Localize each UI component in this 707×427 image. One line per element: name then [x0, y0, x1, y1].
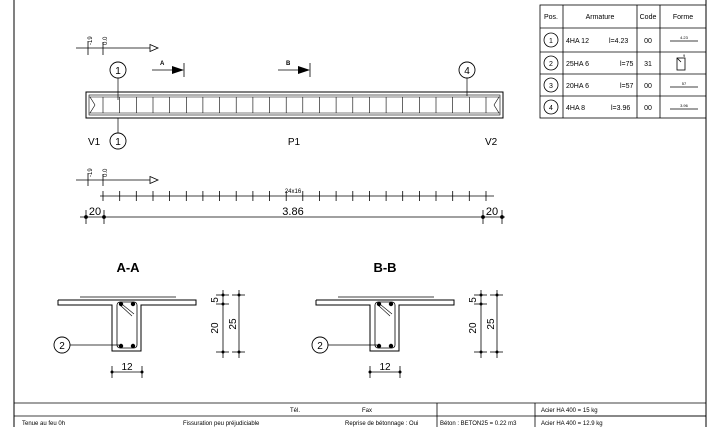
beam-elevation: -19 0.0 A B 1 4 [76, 36, 505, 224]
dim-left: 20 [89, 206, 101, 218]
forme-label: 9 [683, 53, 686, 58]
header-forme: Forme [673, 14, 693, 21]
pos-number: 3 [549, 83, 553, 90]
tel-label: Tél. [290, 408, 300, 414]
armature-type: 4HA 12 [566, 38, 589, 45]
dim-total: 25 [486, 318, 497, 330]
level-marker: -19 0.0 [76, 168, 159, 186]
position-marker: 1 [109, 118, 127, 150]
fire-rating: Tenue au feu 0h [22, 421, 65, 427]
beam-body [85, 91, 504, 119]
table-row: 4 4HA 8 l=3.96 00 3.96 [543, 99, 698, 115]
level-value: -19 [88, 36, 94, 45]
dim-right: 20 [486, 206, 498, 218]
dim-flange: 5 [468, 297, 479, 303]
armature-length: l=57 [620, 83, 634, 90]
beam-name: P1 [288, 137, 301, 148]
dim-web: 20 [468, 322, 479, 334]
section-b-b: B-B 2 [311, 260, 503, 378]
pos-number: 2 [549, 61, 553, 68]
table-row: 3 20HA 6 l=57 00 57 [543, 77, 698, 93]
support-right-label: V2 [485, 137, 498, 148]
table-row: 2 25HA 6 l=75 31 9 [543, 53, 686, 71]
fax-label: Fax [362, 408, 372, 414]
armature-type: 25HA 6 [566, 61, 589, 68]
section-arrow-a: A [152, 61, 185, 77]
level-value: 0.0 [103, 168, 109, 177]
armature-length: l=3.96 [611, 105, 630, 112]
reinforcement-table: Pos. Armature Code Forme 1 4HA 12 l=4.23… [539, 4, 707, 119]
title-block: Tél. Fax Tenue au feu 0h Fissuration peu… [14, 402, 706, 427]
section-label: B [286, 61, 291, 67]
shape-code: 00 [644, 38, 652, 45]
armature-type: 20HA 6 [566, 83, 589, 90]
concrete-volume: Béton : BETON25 = 0.22 m3 [440, 421, 517, 427]
header-pos: Pos. [544, 14, 558, 21]
section-a-a: A-A 2 [53, 260, 245, 378]
forme-label: 57 [682, 81, 687, 86]
level-marker: -19 0.0 [76, 36, 159, 55]
steel-weight-1: Acier HA 400 = 15 kg [541, 408, 598, 414]
svg-text:4: 4 [464, 66, 470, 77]
section-title: A-A [116, 260, 140, 275]
svg-text:2: 2 [59, 341, 65, 352]
armature-length: l=4.23 [609, 38, 628, 45]
position-marker: 1 [109, 61, 127, 100]
support-left-label: V1 [88, 137, 101, 148]
beam-stirrups [102, 97, 487, 113]
steel-weight-2: Acier HA 400 = 12.9 kg [541, 421, 603, 427]
dim-width: 12 [379, 362, 391, 373]
forme-label: 3.96 [680, 103, 689, 108]
shape-code: 00 [644, 105, 652, 112]
header-code: Code [640, 14, 657, 21]
svg-text:2: 2 [317, 341, 323, 352]
position-marker: 4 [458, 61, 476, 96]
section-label: A [160, 61, 165, 67]
dim-span: 3.86 [282, 206, 303, 218]
position-marker: 2 [53, 336, 119, 354]
shape-code: 00 [644, 83, 652, 90]
dimension-line [80, 210, 505, 224]
svg-text:1: 1 [115, 66, 121, 77]
cracking-note: Fissuration peu préjudiciable [183, 421, 260, 427]
level-value: 0.0 [103, 36, 109, 45]
header-armature: Armature [586, 14, 615, 21]
forme-label: 4.23 [680, 35, 689, 40]
shape-code: 31 [644, 61, 652, 68]
level-value: -19 [88, 168, 94, 177]
stirrup-count-label: 24x16 [285, 189, 302, 195]
pos-number: 1 [549, 38, 553, 45]
dim-flange: 5 [210, 297, 221, 303]
reprise-note: Reprise de bétonnage : Oui [345, 421, 418, 427]
pos-number: 4 [549, 105, 553, 112]
dim-total: 25 [228, 318, 239, 330]
dim-width: 12 [121, 362, 133, 373]
section-arrow-b: B [278, 61, 311, 77]
armature-length: l=75 [620, 61, 634, 68]
armature-type: 4HA 8 [566, 105, 585, 112]
svg-text:1: 1 [115, 137, 121, 148]
section-title: B-B [373, 260, 396, 275]
position-marker: 2 [311, 336, 377, 354]
stirrup-spacing: 24x16 [100, 189, 494, 201]
dim-web: 20 [210, 322, 221, 334]
table-row: 1 4HA 12 l=4.23 00 4.23 [543, 32, 698, 48]
